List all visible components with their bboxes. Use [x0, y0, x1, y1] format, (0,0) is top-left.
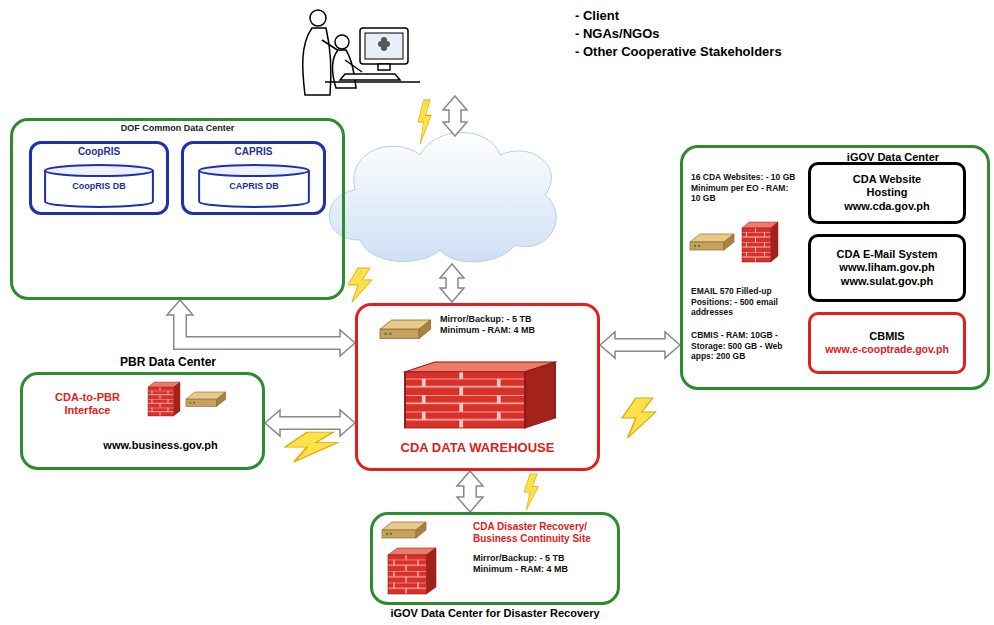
arrow-head — [340, 410, 355, 436]
center-title: DOF Common Data Center — [13, 123, 342, 134]
url-text: www.e-cooptrade.gov.ph — [825, 343, 949, 356]
arrow-head — [600, 332, 615, 358]
service-box: CDA Website Hostingwww.cda.gov.ph — [808, 162, 966, 224]
double-arrow-connector — [167, 300, 355, 356]
arrow-shaft-fill — [180, 313, 342, 343]
firewall-icon — [148, 382, 180, 416]
service-name: CBMIS — [869, 330, 904, 343]
arrow-head — [265, 410, 280, 436]
stakeholder-label: - Other Cooperative Stakeholders — [575, 44, 782, 59]
client-illustration — [303, 10, 420, 95]
arrow-head — [167, 300, 193, 315]
system-name: CAPRIS — [184, 146, 323, 158]
arrow-shaft-fill — [278, 418, 342, 429]
arrow-shaft-fill — [613, 340, 667, 351]
lightning-bolt — [622, 398, 656, 438]
router-icon — [380, 320, 431, 338]
spec-text: Mirror/Backup: - 5 TB Minimum - RAM: 4 M… — [473, 553, 573, 575]
url-text: www.sulat.gov.ph — [841, 275, 933, 288]
lightning-bolt — [348, 268, 372, 302]
stakeholder-label: - NGAs/NGOs — [575, 26, 660, 41]
service-box: CDA E-Mail Systemwww.liham.gov.phwww.sul… — [808, 234, 966, 302]
spec-text: Mirror/Backup: - 5 TB Minimum - RAM: 4 M… — [440, 314, 540, 336]
firewall-icon — [742, 222, 778, 262]
site-name: CDA Disaster Recovery/ Business Continui… — [473, 521, 613, 545]
system-box: CAPRIS CAPRIS DB — [181, 141, 326, 215]
warehouse-title: CDA DATA WAREHOUSE — [358, 440, 597, 456]
arrow-head — [340, 330, 355, 356]
lightning-bolt — [524, 474, 538, 510]
double-arrow-connector — [265, 410, 355, 436]
database-name: CAPRIS DB — [198, 181, 310, 192]
database-name: CoopRIS DB — [44, 181, 154, 192]
system-box: CoopRIS CoopRIS DB — [29, 141, 169, 215]
router-icon — [690, 234, 734, 250]
spec-text: EMAIL 570 Filled-up Positions: - 500 ema… — [691, 286, 799, 318]
center-title: PBR Data Center — [83, 355, 253, 369]
url-text: www.cda.gov.ph — [844, 200, 930, 213]
database-cylinder: CoopRIS DB — [44, 164, 154, 208]
cloud-warehouse-arrow — [440, 264, 464, 302]
data-center-box: iGOV Data Center16 CDA Websites: - 10 GB… — [680, 145, 990, 390]
arrow-head — [457, 471, 483, 486]
firewall-icon — [388, 548, 436, 594]
url-text: www.liham.gov.ph — [839, 261, 934, 274]
lightning-bolt — [418, 100, 431, 144]
database-cylinder: CAPRIS DB — [198, 164, 310, 208]
data-center-box: DOF Common Data CenterCoopRISCoopRIS DBC… — [10, 118, 345, 300]
system-name: CoopRIS — [32, 146, 166, 158]
center-title: iGOV Data Center for Disaster Recovery — [353, 607, 637, 620]
internet-cloud — [329, 133, 556, 262]
interface-name: CDA-to-PBR Interface — [35, 391, 140, 417]
router-icon — [382, 522, 426, 538]
spec-text: 16 CDA Websites: - 10 GB Minimum per EO … — [691, 172, 799, 204]
stakeholder-label: - Client — [575, 8, 619, 23]
spec-text: CBMIS - RAM: 10GB - Storage: 500 GB - We… — [691, 330, 799, 362]
service-name: CDA E-Mail System — [836, 248, 937, 261]
router-icon — [186, 392, 226, 406]
double-arrow-connector — [457, 471, 483, 512]
double-arrow-connector — [600, 332, 680, 358]
service-name: CDA Website Hosting — [832, 173, 942, 199]
url-text: www.business.gov.ph — [63, 439, 258, 452]
arrow-shaft-fill — [465, 484, 476, 499]
warehouse-box: Mirror/Backup: - 5 TB Minimum - RAM: 4 M… — [355, 303, 600, 471]
arrow-head — [457, 497, 483, 512]
lightning-bolt — [285, 432, 338, 462]
client-cloud-arrow — [443, 96, 467, 136]
data-center-box: PBR Data CenterCDA-to-PBR Interfacewww.b… — [20, 372, 265, 470]
arrow-head — [665, 332, 680, 358]
service-box: CBMISwww.e-cooptrade.gov.ph — [808, 312, 966, 374]
data-center-box: CDA Disaster Recovery/ Business Continui… — [370, 512, 620, 605]
firewall-icon — [405, 362, 555, 428]
